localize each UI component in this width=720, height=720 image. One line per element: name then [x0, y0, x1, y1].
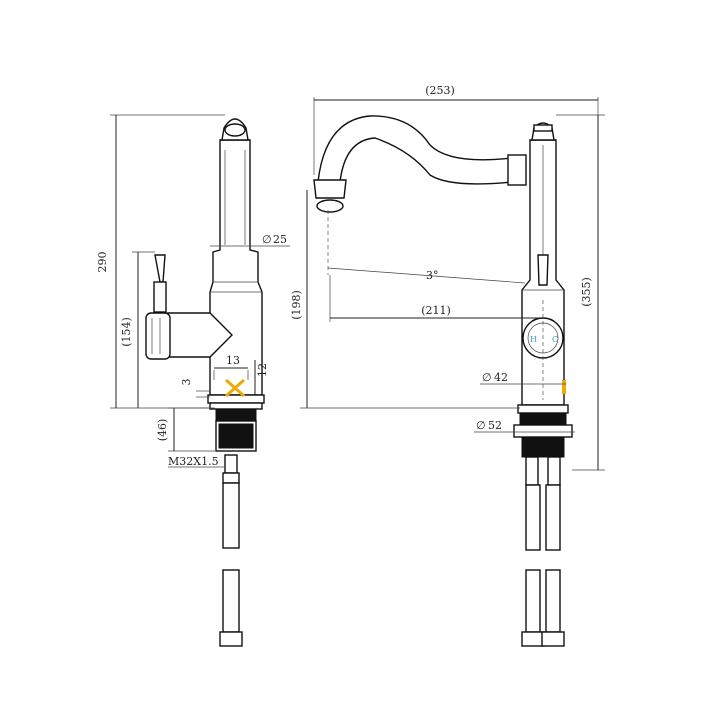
front-view: H C (253) (198) (355) 3°: [290, 84, 605, 647]
dim-gap-13: 13: [226, 354, 240, 367]
hot-label: H: [530, 335, 537, 344]
dim-angle: 3°: [426, 269, 439, 282]
dim-spout-reach: (253): [425, 84, 455, 97]
side-view: 290 (154) (46) M32X1.5 ∅ 25 13 12 3: [96, 114, 290, 647]
dim-spout-height: (198): [290, 290, 303, 320]
diameter-symbol-25: ∅: [262, 233, 272, 246]
diameter-symbol-42: ∅: [482, 371, 492, 384]
dim-height-total: 290: [96, 252, 109, 273]
cold-label: C: [552, 335, 558, 344]
dim-spout-inner: (211): [421, 304, 451, 317]
dim-diameter-body: 25: [273, 233, 287, 246]
dim-thread: M32X1.5: [168, 455, 219, 468]
diameter-symbol-52: ∅: [476, 419, 486, 432]
dim-diameter-flange: 52: [488, 419, 502, 432]
dim-total-height-right: (355): [580, 277, 593, 307]
dim-gap-3: 3: [180, 379, 193, 386]
dim-handle-height: (154): [120, 317, 133, 347]
dim-inlet-length: (46): [156, 419, 169, 442]
dim-gap-12: 12: [256, 363, 269, 377]
dim-diameter-base: 42: [494, 371, 508, 384]
